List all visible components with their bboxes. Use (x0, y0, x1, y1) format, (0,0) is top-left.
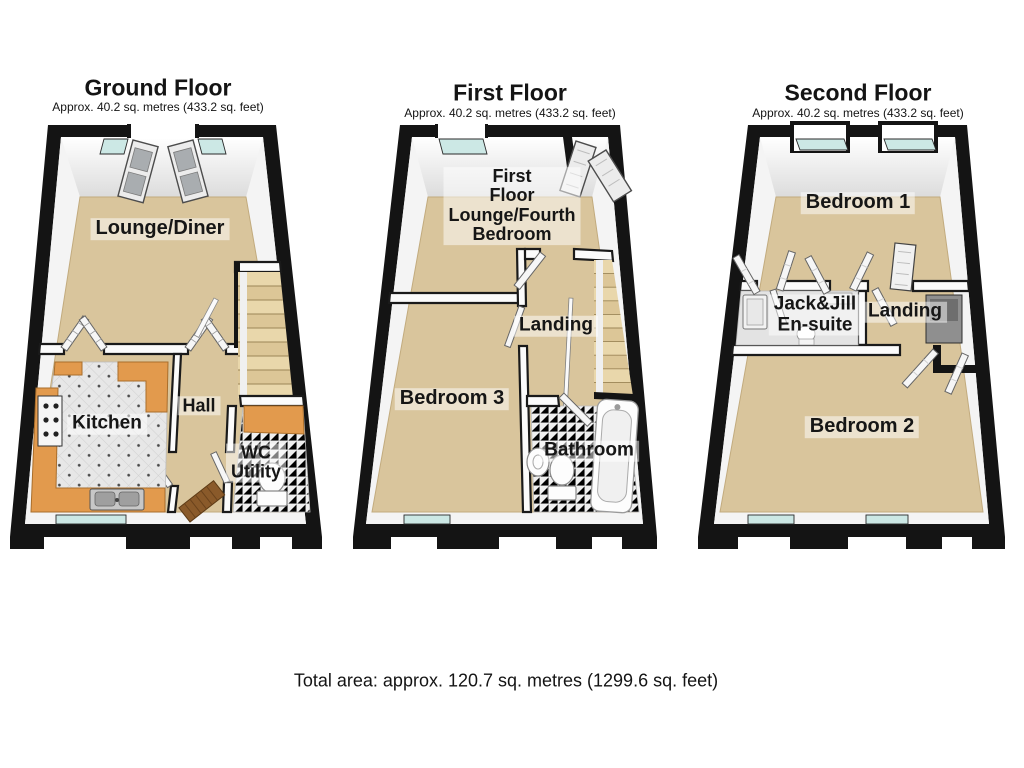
staircase (193, 260, 293, 398)
ground-floor-plan (10, 121, 322, 549)
doormat-icon (178, 480, 226, 523)
hob-icon (37, 395, 63, 447)
room-label-bedroom-2: Bedroom 2 (804, 416, 920, 438)
window-glass (403, 514, 451, 525)
window-glass (55, 514, 127, 525)
window-glass (747, 514, 795, 525)
entry-doors-icon (99, 121, 227, 204)
total-area-text: Total area: approx. 120.7 sq. metres (12… (293, 670, 719, 691)
room-label-bathroom: Bathroom (539, 440, 639, 462)
window-glass (865, 514, 909, 525)
front-wall-footings (353, 537, 657, 549)
sidelight-glass (197, 138, 227, 155)
kitchen-counter (117, 361, 169, 413)
shower-icon (742, 294, 768, 330)
room-label-landing-second: Landing (863, 301, 947, 323)
room-label-jack-jill-ensuite: Jack&Jill En-suite (768, 294, 862, 336)
window-icon (790, 121, 850, 153)
ground-floor-title: Ground Floor (84, 74, 232, 101)
utility-counter (243, 405, 305, 435)
toilet-icon (547, 454, 577, 501)
kitchen-area (30, 361, 169, 513)
room-label-kitchen: Kitchen (67, 413, 147, 435)
room-label-lounge-diner: Lounge/Diner (90, 218, 230, 240)
room-label-first-floor-lounge: First Floor Lounge/Fourth Bedroom (443, 166, 581, 245)
window-icon (878, 121, 938, 153)
banister (193, 297, 219, 338)
front-wall-footings (698, 537, 1005, 549)
sidelight-glass (99, 138, 129, 155)
front-wall-footings (10, 537, 322, 549)
ground-floor-subtitle: Approx. 40.2 sq. metres (433.2 sq. feet) (52, 100, 264, 114)
first-floor-subtitle: Approx. 40.2 sq. metres (433.2 sq. feet) (404, 106, 616, 120)
first-floor-title: First Floor (453, 79, 567, 106)
second-floor-title: Second Floor (784, 79, 932, 106)
sink-icon (89, 488, 145, 511)
room-label-wc-utility: WC Utility (225, 443, 287, 483)
door-icon (558, 392, 593, 427)
door-icon (513, 251, 547, 291)
room-label-bedroom-3: Bedroom 3 (394, 388, 510, 410)
rear-wall-face (61, 137, 263, 197)
room-label-landing-first: Landing (514, 315, 598, 337)
window-icon (435, 123, 488, 155)
room-label-bedroom-1: Bedroom 1 (800, 192, 916, 214)
internal-wall (387, 247, 615, 514)
second-floor-subtitle: Approx. 40.2 sq. metres (433.2 sq. feet) (752, 106, 964, 120)
kitchen-counter (53, 361, 83, 376)
room-label-hall: Hall (177, 395, 221, 416)
